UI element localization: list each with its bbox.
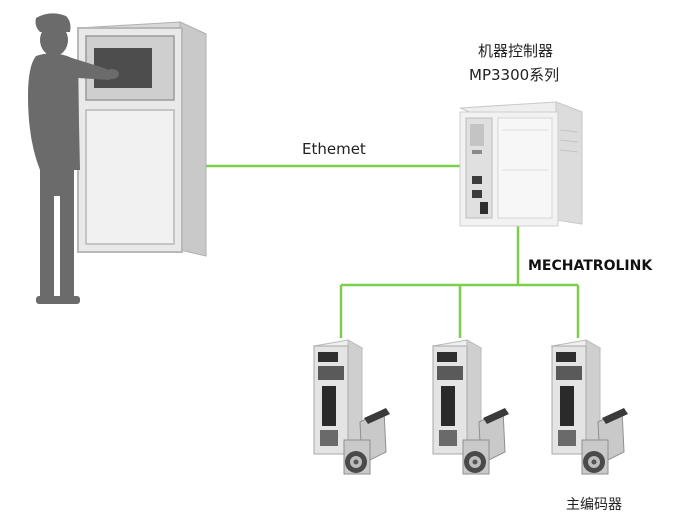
servo-drive-2 (431, 339, 509, 475)
servo-drive-2-motor (462, 408, 509, 475)
servo-drive-1-motor (343, 408, 390, 475)
servo-drive-3-motor (581, 408, 628, 475)
ethernet-label: Ethemet (302, 140, 366, 158)
hmi-cabinet (77, 21, 207, 257)
encoder-label: 主编码器 (566, 497, 622, 513)
servo-drive-3 (550, 339, 628, 475)
mp3300-controller (459, 101, 583, 227)
operator-silhouette (28, 13, 119, 304)
controller-model: MP3300系列 (469, 66, 560, 84)
servo-drive-1 (312, 339, 390, 475)
controller-title: 机器控制器 (478, 42, 554, 60)
servo-drives (312, 339, 628, 475)
connection-lines (206, 164, 580, 338)
mechatrolink-label: MECHATROLINK (528, 258, 653, 274)
